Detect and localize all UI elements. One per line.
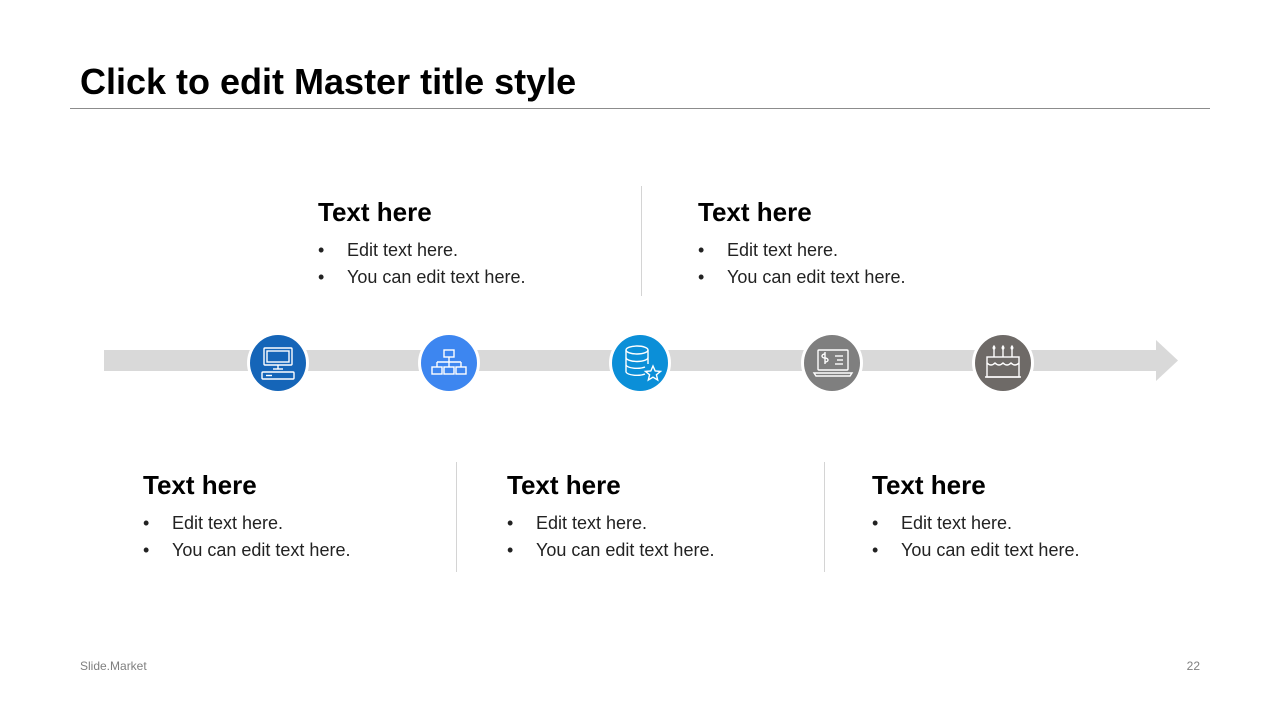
timeline-node-2[interactable] [418,332,480,394]
column-divider [641,186,642,296]
block-heading[interactable]: Text here [698,197,812,227]
block-heading[interactable]: Text here [318,197,432,227]
text-block-bottom-3: Text here • Edit text here. • You can edit… [872,470,1172,564]
bullet-item[interactable]: • You can edit text here. [872,537,1172,564]
computer-icon [261,347,295,380]
bullet-list: • Edit text here. • You can edit text here… [318,237,618,291]
bullet-marker: • [318,240,325,260]
slide-title[interactable]: Click to edit Master title style [80,61,577,102]
network-hierarchy-icon [431,349,467,375]
bullet-item[interactable]: • Edit text here. [698,237,998,264]
bullet-text: You can edit text here. [536,540,715,560]
bullet-text: You can edit text here. [727,267,906,287]
bullet-text: Edit text here. [727,240,839,260]
bullet-marker: • [318,267,325,287]
bullet-item[interactable]: • You can edit text here. [318,264,618,291]
title-divider [70,108,1210,109]
block-heading[interactable]: Text here [143,470,257,500]
page-number: 22 [1186,659,1200,673]
bullet-marker: • [698,240,705,260]
bullet-list: • Edit text here. • You can edit text here… [507,510,807,564]
bullet-item[interactable]: • You can edit text here. [143,537,443,564]
bullet-item[interactable]: • You can edit text here. [698,264,998,291]
column-divider [456,462,457,572]
bullet-list: • Edit text here. • You can edit text here… [698,237,998,291]
timeline-node-5[interactable] [972,332,1034,394]
bullet-text: You can edit text here. [172,540,351,560]
text-block-bottom-1: Text here • Edit text here. • You can edit… [143,470,443,564]
bullet-item[interactable]: • Edit text here. [318,237,618,264]
bullet-text: Edit text here. [347,240,459,260]
footer-brand: Slide.Market [80,659,147,673]
database-star-icon [625,345,663,382]
text-block-top-2: Text here • Edit text here. • You can edit… [698,197,998,291]
bullet-marker: • [872,540,879,560]
bullet-text: Edit text here. [901,513,1013,533]
bullet-text: You can edit text here. [901,540,1080,560]
bullet-marker: • [507,540,514,560]
laptop-code-icon [812,349,854,377]
bullet-list: • Edit text here. • You can edit text here… [143,510,443,564]
bullet-list: • Edit text here. • You can edit text here… [872,510,1172,564]
bullet-item[interactable]: • Edit text here. [143,510,443,537]
bullet-marker: • [698,267,705,287]
bullet-marker: • [507,513,514,533]
bullet-item[interactable]: • You can edit text here. [507,537,807,564]
timeline-node-4[interactable] [801,332,863,394]
bullet-marker: • [143,540,150,560]
bullet-marker: • [143,513,150,533]
bullet-text: Edit text here. [172,513,284,533]
bullet-marker: • [872,513,879,533]
column-divider [824,462,825,572]
birthday-cake-icon [985,344,1021,378]
timeline-node-3[interactable] [609,332,671,394]
bullet-item[interactable]: • Edit text here. [507,510,807,537]
block-heading[interactable]: Text here [507,470,621,500]
text-block-top-1: Text here • Edit text here. • You can edit… [318,197,618,291]
block-heading[interactable]: Text here [872,470,986,500]
timeline-node-1[interactable] [247,332,309,394]
bullet-item[interactable]: • Edit text here. [872,510,1172,537]
text-block-bottom-2: Text here • Edit text here. • You can edit… [507,470,807,564]
bullet-text: Edit text here. [536,513,648,533]
bullet-text: You can edit text here. [347,267,526,287]
